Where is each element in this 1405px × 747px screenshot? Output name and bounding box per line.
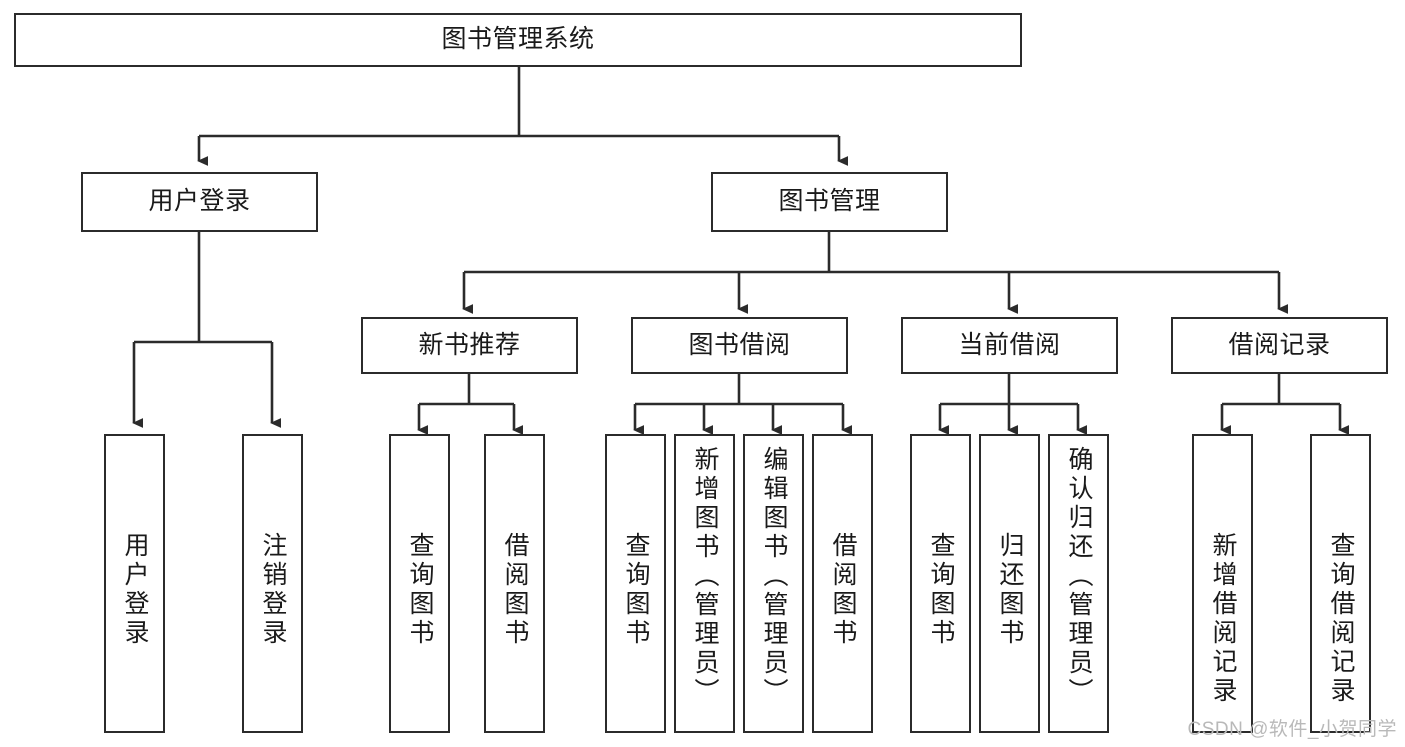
- watermark-text: CSDN @软件_小贺同学: [1187, 719, 1397, 740]
- leaf-borrow-book-recommend[interactable]: 借阅图书: [484, 434, 545, 733]
- leaf-borrow-book[interactable]: 借阅图书: [812, 434, 873, 733]
- node-label: 图书管理: [778, 187, 881, 216]
- node-label: 当前借阅: [958, 330, 1061, 359]
- leaf-add-book[interactable]: 新增图书（管理员）: [674, 434, 735, 733]
- node-label: 查询图书: [622, 532, 650, 648]
- node-label: 查询借阅记录: [1327, 532, 1355, 706]
- node-user-login[interactable]: 用户登录: [81, 172, 318, 232]
- leaf-user-logout[interactable]: 注销登录: [242, 434, 303, 733]
- node-root-system[interactable]: 图书管理系统: [14, 13, 1022, 67]
- node-label: 查询图书: [406, 532, 434, 648]
- leaf-query-book-recommend[interactable]: 查询图书: [389, 434, 450, 733]
- node-label: 确认归还（管理员）: [1065, 446, 1093, 707]
- node-label: 用户登录: [148, 187, 251, 216]
- node-label: 查询图书: [927, 532, 955, 648]
- leaf-user-login[interactable]: 用户登录: [104, 434, 165, 733]
- leaf-query-borrow-record[interactable]: 查询借阅记录: [1310, 434, 1371, 733]
- leaf-query-book-borrow[interactable]: 查询图书: [605, 434, 666, 733]
- node-book-borrow[interactable]: 图书借阅: [631, 317, 848, 374]
- node-new-book-recommend[interactable]: 新书推荐: [361, 317, 578, 374]
- node-current-borrow[interactable]: 当前借阅: [901, 317, 1118, 374]
- node-book-management[interactable]: 图书管理: [711, 172, 948, 232]
- node-label: 用户登录: [121, 532, 149, 648]
- node-label: 新书推荐: [418, 330, 521, 359]
- leaf-return-book[interactable]: 归还图书: [979, 434, 1040, 733]
- node-label: 借阅图书: [829, 532, 857, 648]
- leaf-add-borrow-record[interactable]: 新增借阅记录: [1192, 434, 1253, 733]
- node-label: 借阅记录: [1228, 330, 1331, 359]
- node-label: 借阅图书: [501, 532, 529, 648]
- node-label: 新增图书（管理员）: [691, 446, 719, 707]
- node-label: 新增借阅记录: [1209, 532, 1237, 706]
- node-label: 归还图书: [996, 532, 1024, 648]
- node-label: 图书管理系统: [441, 25, 595, 54]
- node-label: 编辑图书（管理员）: [760, 446, 788, 707]
- node-borrow-record[interactable]: 借阅记录: [1171, 317, 1388, 374]
- leaf-query-book-current[interactable]: 查询图书: [910, 434, 971, 733]
- node-label: 图书借阅: [688, 330, 791, 359]
- leaf-edit-book[interactable]: 编辑图书（管理员）: [743, 434, 804, 733]
- node-label: 注销登录: [259, 532, 287, 648]
- leaf-confirm-return[interactable]: 确认归还（管理员）: [1048, 434, 1109, 733]
